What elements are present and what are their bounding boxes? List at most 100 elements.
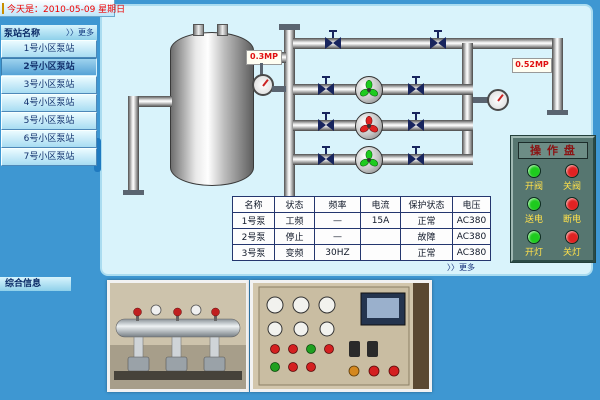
sidebar-item-station-1[interactable]: 1号小区泵站 xyxy=(1,40,97,58)
light-on-button[interactable]: 开灯 xyxy=(515,230,553,258)
cell-frequency: 30HZ xyxy=(314,244,361,261)
gauge-stub-left xyxy=(272,86,286,92)
control-cabinet-photo-image xyxy=(253,283,429,389)
sidebar-item-station-6[interactable]: 6号小区泵站 xyxy=(1,130,97,148)
valve-icon xyxy=(318,112,334,131)
date-text: 今天是：2010-05-09 星期日 xyxy=(7,4,126,15)
pipe-left-vertical xyxy=(128,96,139,192)
cell-current xyxy=(360,244,401,261)
table-header-cell: 电压 xyxy=(452,196,491,213)
valve-stem xyxy=(329,30,337,38)
cell-protection: 正常 xyxy=(400,244,453,261)
valve-stem xyxy=(322,76,330,84)
pump-room-photo-image xyxy=(110,283,246,389)
valve-icon xyxy=(325,30,341,49)
sidebar-more-link[interactable]: 〉〉更多 xyxy=(66,28,94,37)
cell-name: 1号泵 xyxy=(232,212,275,229)
pressure-label-right: 0.52MP xyxy=(512,58,552,73)
cell-current xyxy=(360,228,401,245)
pipe-pump3-run xyxy=(293,154,473,165)
pipe-left-flange xyxy=(123,190,144,195)
pipe-top-flange xyxy=(279,24,300,30)
valve-icon xyxy=(318,146,334,165)
sidebar-header: 泵站名称 〉〉更多 xyxy=(1,25,97,40)
table-header-cell: 保护状态 xyxy=(400,196,453,213)
pump-1-icon[interactable] xyxy=(355,76,383,104)
valve-stem xyxy=(412,112,420,120)
pipe-left-horizontal xyxy=(128,96,172,107)
table-header-cell: 名称 xyxy=(232,196,275,213)
pipe-pump1-run xyxy=(293,84,473,95)
cell-voltage: AC380 xyxy=(452,244,491,261)
valve-close-button[interactable]: 关阀 xyxy=(553,164,591,192)
valve-open-button[interactable]: 开阀 xyxy=(515,164,553,192)
pressure-gauge-right-icon xyxy=(487,89,509,111)
cell-frequency: — xyxy=(314,212,361,229)
pump-3-icon[interactable] xyxy=(355,146,383,174)
sidebar-item-station-3[interactable]: 3号小区泵站 xyxy=(1,76,97,94)
valve-stem xyxy=(412,146,420,154)
pipe-collector xyxy=(462,43,473,165)
pump-2-icon[interactable] xyxy=(355,112,383,140)
pipe-top-run xyxy=(293,38,556,49)
control-panel-grid: 开阀 关阀 送电 断电 开灯 关灯 xyxy=(513,161,593,261)
green-lamp-icon xyxy=(527,197,541,211)
valve-icon xyxy=(430,30,446,49)
fan-icon xyxy=(359,80,379,97)
pressure-gauge-left-icon xyxy=(252,74,274,96)
gauge-stem-left xyxy=(260,63,263,75)
red-lamp-icon xyxy=(565,197,579,211)
cell-protection: 故障 xyxy=(400,228,453,245)
info-panel-title[interactable]: 综合信息 xyxy=(0,277,71,291)
light-off-button[interactable]: 关灯 xyxy=(553,230,591,258)
valve-stem xyxy=(322,146,330,154)
control-cabinet-photo xyxy=(250,280,432,392)
table-more-link[interactable]: 〉〉更多 xyxy=(447,263,475,272)
gauge-stub-right xyxy=(473,97,489,103)
red-lamp-icon xyxy=(565,164,579,178)
fan-icon xyxy=(359,150,379,167)
sidebar-item-station-4[interactable]: 4号小区泵站 xyxy=(1,94,97,112)
table-header-cell: 电流 xyxy=(360,196,401,213)
red-lamp-icon xyxy=(565,230,579,244)
power-on-button[interactable]: 送电 xyxy=(515,197,553,225)
fan-icon xyxy=(359,116,379,133)
valve-stem xyxy=(412,76,420,84)
calendar-icon xyxy=(2,2,4,14)
table-header-row: 名称 状态 频率 电流 保护状态 电压 xyxy=(232,196,491,213)
pressure-label-left: 0.3MP xyxy=(246,50,282,65)
sidebar-item-station-7[interactable]: 7号小区泵站 xyxy=(1,148,97,166)
pump-status-table: 名称 状态 频率 电流 保护状态 电压 1号泵 工频 — 15A 正常 AC38… xyxy=(232,196,491,261)
pipe-right-drop xyxy=(552,38,563,112)
tank-nozzle xyxy=(193,24,204,36)
valve-icon xyxy=(408,146,424,165)
table-row: 2号泵 停止 — 故障 AC380 xyxy=(232,228,491,245)
pipe-main-vertical xyxy=(284,30,295,198)
valve-icon xyxy=(318,76,334,95)
cell-status: 工频 xyxy=(274,212,315,229)
sidebar-item-station-5[interactable]: 5号小区泵站 xyxy=(1,112,97,130)
valve-icon xyxy=(408,112,424,131)
table-row: 3号泵 变频 30HZ 正常 AC380 xyxy=(232,244,491,261)
sidebar-item-station-2[interactable]: 2号小区泵站 xyxy=(1,58,97,76)
power-off-button[interactable]: 断电 xyxy=(553,197,591,225)
sidebar: 泵站名称 〉〉更多 1号小区泵站 2号小区泵站 3号小区泵站 4号小区泵站 5号… xyxy=(1,25,97,166)
pump-room-photo xyxy=(107,280,249,392)
valve-stem xyxy=(322,112,330,120)
control-panel-title: 操 作 盘 xyxy=(518,142,588,159)
green-lamp-icon xyxy=(527,230,541,244)
cell-current: 15A xyxy=(360,212,401,229)
cell-status: 变频 xyxy=(274,244,315,261)
cell-name: 3号泵 xyxy=(232,244,275,261)
date-bar: 今天是：2010-05-09 星期日 xyxy=(0,0,125,17)
table-row: 1号泵 工频 — 15A 正常 AC380 xyxy=(232,212,491,229)
control-panel: 操 作 盘 开阀 关阀 送电 断电 开灯 xyxy=(510,135,596,263)
pipe-right-flange xyxy=(547,110,568,115)
cell-frequency: — xyxy=(314,228,361,245)
table-header-cell: 状态 xyxy=(274,196,315,213)
cell-protection: 正常 xyxy=(400,212,453,229)
cell-name: 2号泵 xyxy=(232,228,275,245)
sidebar-title: 泵站名称 xyxy=(4,29,41,39)
cell-voltage: AC380 xyxy=(452,228,491,245)
